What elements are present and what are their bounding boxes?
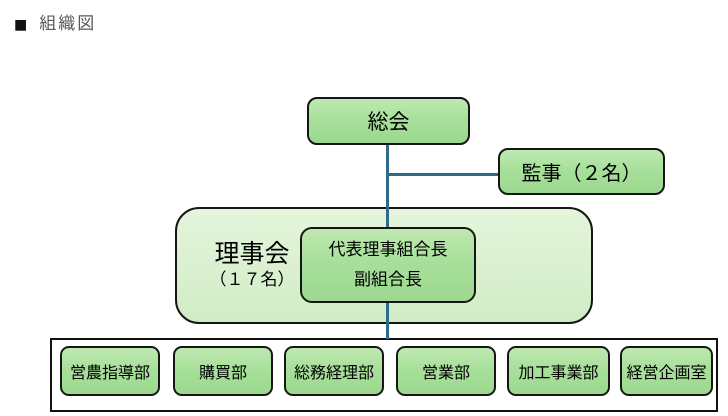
page-title-text: 組織図 <box>39 14 97 34</box>
connector-horizontal-auditors <box>387 173 498 176</box>
dept-label: 営業部 <box>421 363 470 382</box>
dept-label: 加工事業部 <box>518 363 599 382</box>
node-dept-general-affairs-accounting: 総務経理部 <box>284 346 384 396</box>
board-member-count: （１７名） <box>209 270 295 291</box>
node-general-meeting-label: 総会 <box>367 110 410 134</box>
leader-title-line2: 副組合長 <box>354 269 422 290</box>
board-label: 理事会 （１７名） <box>197 207 307 324</box>
page-title: ■ 組織図 <box>14 9 96 34</box>
node-dept-management-planning: 経営企画室 <box>620 346 713 396</box>
dept-label: 営農指導部 <box>69 363 150 382</box>
node-dept-sales: 営業部 <box>396 346 496 396</box>
dept-label: 購買部 <box>198 363 247 382</box>
node-auditors-label: 監事（２名） <box>521 161 642 185</box>
dept-label: 総務経理部 <box>293 363 374 382</box>
board-name: 理事会 <box>214 239 290 269</box>
node-auditors: 監事（２名） <box>498 148 665 195</box>
leader-title-line1: 代表理事組合長 <box>328 239 448 260</box>
node-board-leaders: 代表理事組合長 副組合長 <box>300 227 476 303</box>
node-general-meeting: 総会 <box>307 97 470 145</box>
node-dept-processing-business: 加工事業部 <box>507 346 610 396</box>
dept-label: 経営企画室 <box>626 363 707 382</box>
node-dept-farming-guidance: 営農指導部 <box>60 346 160 396</box>
node-dept-purchasing: 購買部 <box>173 346 273 396</box>
square-bullet-icon: ■ <box>14 17 28 33</box>
